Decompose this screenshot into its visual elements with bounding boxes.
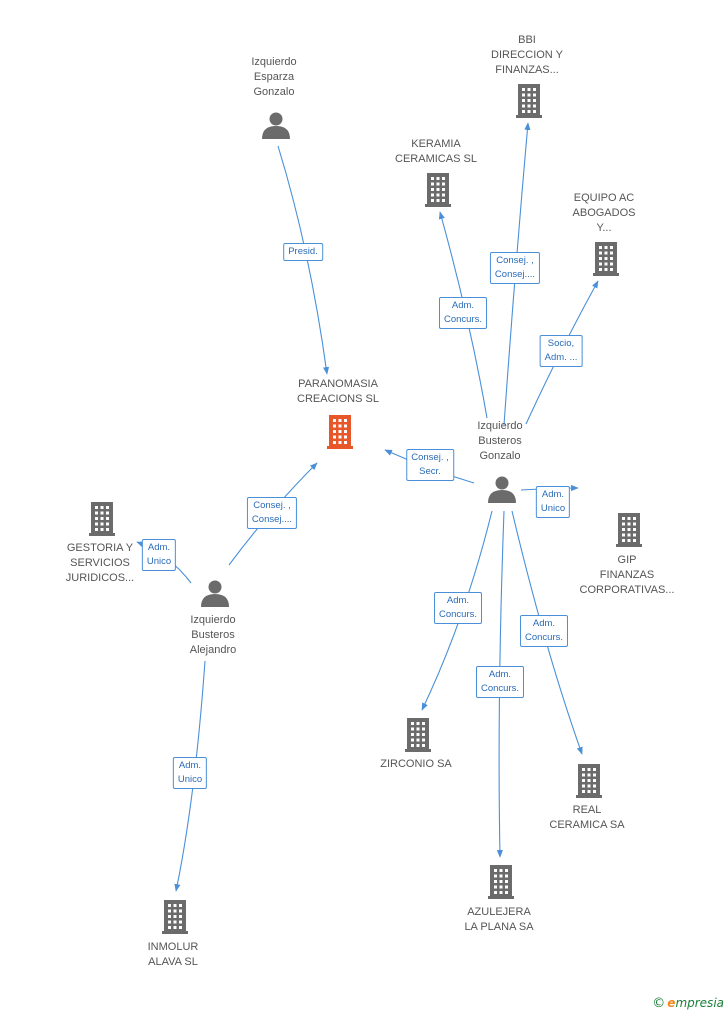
node-label-line: GIP <box>617 554 637 566</box>
node-label-line: ALAVA SL <box>148 956 198 968</box>
edge-label-line: Adm. <box>451 300 475 311</box>
node-label-line: CERAMICA SA <box>549 819 625 831</box>
edge-label-line: Consej. , <box>411 452 449 463</box>
edge-label-line: Consej. , <box>253 500 291 511</box>
edge-label-gonzalo-to-gip[interactable]: Adm. Unico <box>535 486 571 518</box>
node-label-gip[interactable]: GIP FINANZAS CORPORATIVAS... <box>557 553 697 598</box>
building-icon-gestoria[interactable] <box>89 502 115 536</box>
edge-label-esparza-to-paranomasia[interactable]: Presid. <box>283 243 323 261</box>
building-icon-bbi[interactable] <box>516 84 542 118</box>
node-label-line: LA PLANA SA <box>464 921 534 933</box>
node-label-line: PARANOMASIA <box>298 378 378 390</box>
edge-label-line: Concurs. <box>480 683 520 694</box>
edge-label-gonzalo-to-real[interactable]: Adm. Concurs. <box>519 615 569 647</box>
node-label-equipo[interactable]: EQUIPO AC ABOGADOS Y... <box>534 191 674 236</box>
node-label-line: CREACIONS SL <box>297 393 379 405</box>
node-label-gestoria[interactable]: GESTORIA Y SERVICIOS JURIDICOS... <box>30 541 170 586</box>
edge-label-alejandro-to-paranomasia[interactable]: Consej. , Consej.... <box>246 497 298 529</box>
node-label-line: Alejandro <box>189 644 237 656</box>
edge-label-line: Adm. <box>147 542 171 553</box>
edge-label-line: Adm. <box>532 618 556 629</box>
edge-label-line: Socio, <box>547 338 575 349</box>
node-label-line: Busteros <box>191 629 235 641</box>
copyright-icon: © <box>652 996 666 1011</box>
node-label-line: FINANZAS... <box>495 64 559 76</box>
edge-label-line: Consej.... <box>494 269 536 280</box>
node-label-keramia[interactable]: KERAMIA CERAMICAS SL <box>366 137 506 167</box>
node-label-bbi[interactable]: BBI DIRECCION Y FINANZAS... <box>457 33 597 78</box>
edge-label-line: Concurs. <box>438 609 478 620</box>
building-icon-azulejera[interactable] <box>488 865 514 899</box>
edge-label-line: Adm. <box>541 489 565 500</box>
person-icon-gonzalo[interactable] <box>488 476 516 504</box>
edge-label-line: Adm. ... <box>544 352 578 363</box>
edge-label-line: Adm. <box>178 760 202 771</box>
edge-label-gonzalo-to-equipo[interactable]: Socio, Adm. ... <box>539 335 583 367</box>
node-label-line: INMOLUR <box>147 941 199 953</box>
building-icon-equipo[interactable] <box>593 242 619 276</box>
edge-label-gonzalo-to-keramia[interactable]: Adm. Concurs. <box>438 297 488 329</box>
node-label-paranomasia[interactable]: PARANOMASIA CREACIONS SL <box>268 377 408 407</box>
node-label-zirconio[interactable]: ZIRCONIO SA <box>346 757 486 772</box>
edge-label-line: Consej.... <box>251 514 293 525</box>
edge-label-line: Concurs. <box>524 632 564 643</box>
node-label-line: JURIDICOS... <box>65 572 135 584</box>
node-label-line: CERAMICAS SL <box>395 153 477 165</box>
brand-logo: ©empresia <box>652 996 724 1011</box>
node-label-line: Busteros <box>478 435 522 447</box>
node-label-line: Gonzalo <box>479 450 521 462</box>
node-label-azulejera[interactable]: AZULEJERA LA PLANA SA <box>429 905 569 935</box>
node-label-line: FINANZAS <box>599 569 655 581</box>
edge-label-line: Consej. , <box>496 255 534 266</box>
node-label-real[interactable]: REAL CERAMICA SA <box>517 803 657 833</box>
edge-label-line: Adm. <box>446 595 470 606</box>
node-label-line: SERVICIOS <box>70 557 130 569</box>
nodes-layer <box>89 84 642 934</box>
edge-label-line: Concurs. <box>443 314 483 325</box>
edge-label-gonzalo-to-bbi[interactable]: Consej. , Consej.... <box>489 252 541 284</box>
edge-label-gonzalo-to-zirconio[interactable]: Adm. Concurs. <box>433 592 483 624</box>
node-label-line: BBI <box>518 34 536 46</box>
person-icon-alejandro[interactable] <box>201 580 229 608</box>
edge-label-alejandro-to-inmolur[interactable]: Adm. Unico <box>172 757 208 789</box>
edge-label-line: Presid. <box>288 246 318 257</box>
edge-label-alejandro-to-gestoria[interactable]: Adm. Unico <box>141 539 177 571</box>
node-label-line: DIRECCION Y <box>491 49 563 61</box>
building-icon-gip[interactable] <box>616 513 642 547</box>
edge-label-line: Secr. <box>419 466 441 477</box>
node-label-line: Izquierdo <box>251 56 297 68</box>
edge-label-gonzalo-to-paranomasia[interactable]: Consej. , Secr. <box>406 449 454 481</box>
building-icon-zirconio[interactable] <box>405 718 431 752</box>
building-icon-inmolur[interactable] <box>162 900 188 934</box>
node-label-line: Izquierdo <box>190 614 236 626</box>
node-label-inmolur[interactable]: INMOLUR ALAVA SL <box>103 940 243 970</box>
node-label-line: Y... <box>596 222 612 234</box>
building-icon-keramia[interactable] <box>425 173 451 207</box>
node-label-line: ABOGADOS <box>572 207 636 219</box>
node-label-line: Esparza <box>253 71 295 83</box>
node-label-line: ZIRCONIO SA <box>380 758 452 770</box>
building-icon-real[interactable] <box>576 764 602 798</box>
person-icon-esparza[interactable] <box>262 112 290 140</box>
edge-label-line: Adm. <box>488 669 512 680</box>
edge-label-line: Unico <box>146 556 172 567</box>
node-label-line: GESTORIA Y <box>66 542 134 554</box>
node-label-line: Izquierdo <box>477 420 523 432</box>
edge-label-gonzalo-to-azulejera[interactable]: Adm. Concurs. <box>475 666 525 698</box>
node-label-line: KERAMIA <box>411 138 461 150</box>
node-label-line: Gonzalo <box>253 86 295 98</box>
edge-label-line: Unico <box>540 503 566 514</box>
edge-label-line: Unico <box>177 774 203 785</box>
node-label-line: REAL <box>572 804 602 816</box>
node-label-line: AZULEJERA <box>467 906 531 918</box>
node-label-line: EQUIPO AC <box>573 192 635 204</box>
building-icon-paranomasia[interactable] <box>327 415 353 449</box>
node-label-line: CORPORATIVAS... <box>579 584 675 596</box>
